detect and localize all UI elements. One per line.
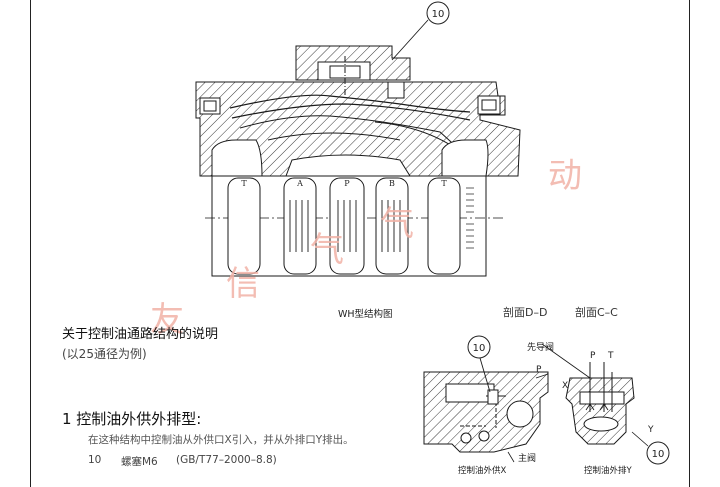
label-main-valve: 主阀 — [518, 452, 536, 464]
caption-external-supply: 控制油外供X — [458, 465, 507, 476]
section-heading: 关于控制油通路结构的说明 — [62, 327, 219, 342]
callout-bubble-mid: 10 — [467, 335, 491, 359]
subheading: 1 控制油外供外排型: — [62, 410, 202, 428]
watermark-char-3: 气 — [310, 230, 344, 270]
callout-bubble-top: 10 — [426, 1, 450, 25]
description-text: 在这种结构中控制油从外供口X引入，并从外排口Y排出。 — [88, 434, 354, 446]
spool-letter-a: A — [296, 179, 303, 188]
part-name: 螺塞M6 — [121, 456, 158, 468]
section-external-supply — [423, 357, 549, 463]
main-section-view — [195, 19, 521, 277]
wh-structure-caption: WH型结构图 — [338, 309, 393, 320]
spool-letter-t1: T — [241, 179, 247, 188]
watermark-char-4: 气 — [380, 204, 414, 244]
spool-letter-b: B — [389, 179, 395, 188]
watermark-char-2: 信 — [226, 264, 260, 304]
part-standard: (GB/T77–2000–8.8) — [176, 454, 277, 466]
svg-text:10: 10 — [432, 9, 445, 20]
section-cc-label: 剖面C–C — [575, 306, 618, 319]
right-border — [689, 0, 690, 487]
label-port-p-right: P — [590, 351, 596, 361]
watermark-char-1: 友 — [150, 300, 184, 340]
svg-text:10: 10 — [652, 449, 665, 460]
callout-bubble-right: 10 — [646, 441, 670, 465]
spool-letter-p: P — [344, 179, 350, 188]
left-border — [30, 0, 31, 487]
label-port-y: Y — [647, 425, 654, 435]
section-external-drain — [541, 343, 649, 447]
caption-external-drain: 控制油外排Y — [584, 465, 633, 476]
part-number: 10 — [88, 454, 102, 466]
label-port-x: X — [562, 381, 568, 391]
spool-port-letters: T A P B T — [241, 179, 447, 188]
spool-letter-t2: T — [441, 179, 447, 188]
svg-text:10: 10 — [473, 343, 486, 354]
watermark-char-5: 动 — [548, 156, 582, 196]
label-port-p-left: P — [536, 365, 542, 375]
label-port-t: T — [607, 351, 614, 361]
section-dd-label: 剖面D–D — [503, 306, 548, 319]
example-note: (以25通径为例) — [62, 347, 147, 361]
label-pilot-valve: 先导阀 — [527, 341, 554, 353]
port-labels: 先导阀 P P T X Y 主阀 控制油外供X 控制油外排Y — [458, 341, 654, 476]
